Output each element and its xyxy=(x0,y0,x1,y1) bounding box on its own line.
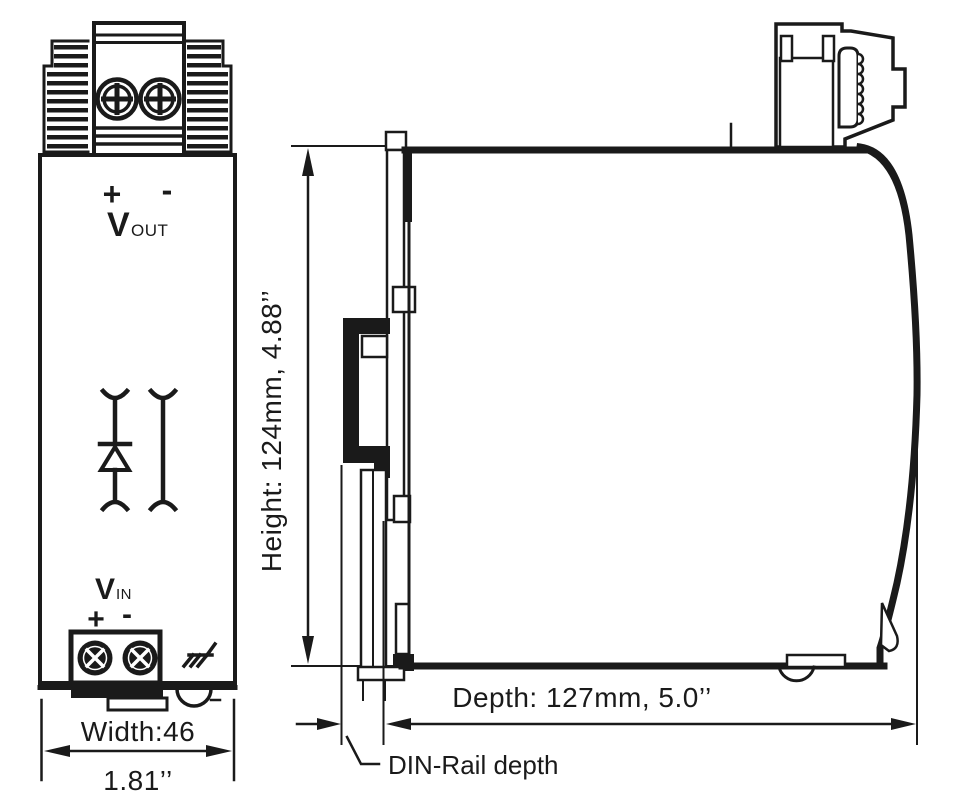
vin-minus-label: - xyxy=(122,598,132,631)
input-terminal-block xyxy=(68,629,169,712)
corner-clip xyxy=(879,602,899,653)
din-clip-bump xyxy=(175,687,213,708)
side-terminal-block xyxy=(774,22,907,149)
link-symbol xyxy=(147,387,179,513)
screw-head-icon xyxy=(95,77,139,121)
arrowhead-din xyxy=(317,718,341,730)
heatsink-fins-right xyxy=(185,39,233,154)
vout-minus-label: - xyxy=(162,172,173,208)
arrowhead-left xyxy=(44,745,70,757)
width-label: Width:46 xyxy=(81,716,196,747)
depth-label: Depth: 127mm, 5.0’’ xyxy=(452,682,712,713)
bracket-clip xyxy=(391,285,417,314)
side-body xyxy=(398,122,921,683)
vout-plus-label: + xyxy=(103,176,122,212)
front-curve xyxy=(856,143,921,667)
arrowhead-right xyxy=(891,718,916,730)
output-terminal-block xyxy=(92,21,186,157)
side-view: Height: 124mm, 4.88’’ xyxy=(256,22,921,780)
arrowhead-down xyxy=(302,636,314,664)
leader-line xyxy=(345,735,381,766)
vin-sub-label: IN xyxy=(116,586,132,603)
depth-dimension: Depth: 127mm, 5.0’’ DIN-Rail depth xyxy=(295,396,918,780)
arrowhead-up xyxy=(302,148,314,176)
bracket-foot xyxy=(356,665,406,682)
vout-label: V xyxy=(107,206,130,244)
height-label: Height: 124mm, 4.88’’ xyxy=(256,290,287,572)
diode-symbol xyxy=(97,387,133,513)
din-rail-profile xyxy=(343,318,390,463)
vout-sub-label: OUT xyxy=(131,221,168,240)
vin-label: V xyxy=(95,573,115,606)
heatsink-fins-left xyxy=(42,39,90,154)
chassis-ground-icon xyxy=(181,641,218,669)
serrated-clamp xyxy=(837,46,860,129)
width-inches-label: 1.81’’ xyxy=(103,765,172,796)
vin-plus-label: + xyxy=(87,603,105,636)
screw-head-icon xyxy=(122,640,158,676)
width-dimension: Width:46 1.81’’ xyxy=(40,698,236,796)
screw-head-icon xyxy=(77,640,113,676)
arrowhead-right xyxy=(206,745,232,757)
arrowhead-left xyxy=(386,718,411,730)
front-view: + - V OUT V IN + - xyxy=(37,21,238,796)
bottom-clip-bump xyxy=(777,665,816,683)
bracket-clip xyxy=(394,602,411,656)
height-dimension: Height: 124mm, 4.88’’ xyxy=(256,145,393,667)
din-rail-bracket xyxy=(343,130,417,701)
screw-head-icon xyxy=(138,77,182,121)
serration-bumps xyxy=(856,52,865,126)
din-rail-depth-label: DIN-Rail depth xyxy=(388,750,559,780)
